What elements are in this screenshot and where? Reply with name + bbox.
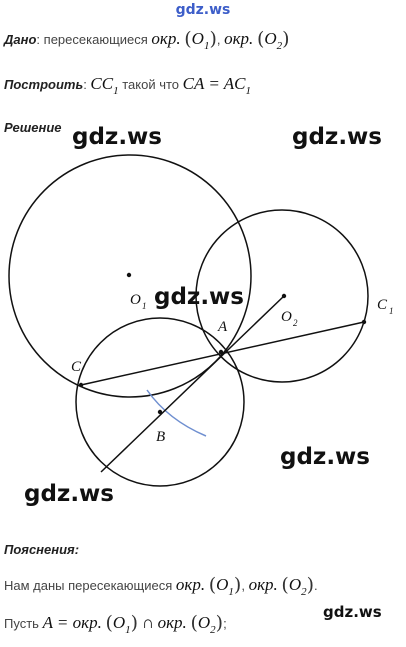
label-a: A	[217, 319, 228, 335]
solution-label: Решение	[4, 120, 62, 135]
explanation-line1-text: Нам даны пересекающиеся	[4, 578, 173, 593]
label-c1-sub: 1	[389, 306, 394, 316]
given-line: Дано: пересекающиеся окр. (O1), окр. (O2…	[4, 28, 290, 52]
given-text: пересекающиеся	[43, 32, 148, 47]
label-c: C	[71, 359, 82, 375]
arc-mark	[146, 389, 207, 437]
construct-cc: CC	[90, 74, 114, 93]
explanation-label: Пояснения:	[4, 542, 80, 557]
label-o1-sub: 1	[142, 301, 147, 311]
point-c1	[361, 319, 367, 325]
explanation-line-2: Пусть A = окр. (O1) ∩ окр. (O2);	[4, 612, 227, 636]
point-o2	[281, 293, 287, 299]
given-okr-2: окр.	[224, 29, 254, 48]
explanation-a-eq: A =	[42, 613, 73, 632]
given-okr-1: окр.	[151, 29, 181, 48]
point-o1	[126, 272, 132, 278]
construct-line: Построить: CC1 такой что CA = AC1	[4, 74, 251, 97]
explanation-line2-text: Пусть	[4, 616, 39, 631]
circle-o2	[195, 209, 369, 383]
label-o2-sub: 2	[293, 318, 298, 328]
watermark-small: gdz.ws	[323, 603, 382, 621]
point-c	[78, 382, 84, 388]
watermark: gdz.ws	[24, 481, 114, 507]
solution-line: Решение	[4, 120, 62, 135]
label-b: B	[156, 429, 165, 445]
label-o2: O	[281, 309, 292, 325]
point-b	[157, 409, 163, 415]
watermark: gdz.ws	[280, 444, 370, 470]
watermark: gdz.ws	[292, 124, 382, 150]
explanation-heading: Пояснения:	[4, 542, 79, 557]
line-o2-diameter	[100, 295, 285, 473]
circle-o1	[8, 154, 252, 398]
given-o1: O	[191, 29, 204, 48]
circle-a	[75, 317, 245, 487]
given-label: Дано	[4, 32, 37, 47]
point-a	[218, 349, 224, 355]
construct-text: такой что	[122, 77, 180, 92]
watermark: gdz.ws	[72, 124, 162, 150]
label-c1: C	[377, 297, 388, 313]
given-o2: O	[264, 29, 277, 48]
watermark: gdz.ws	[154, 284, 244, 310]
watermark-top: gdz.ws	[175, 2, 231, 18]
construct-label: Построить	[4, 77, 84, 92]
explanation-line-1: Нам даны пересекающиеся окр. (O1), окр. …	[4, 574, 318, 598]
intersection-symbol: ∩	[141, 613, 154, 632]
label-o1: O	[130, 292, 141, 308]
construct-eq: CA = AC	[182, 74, 246, 93]
